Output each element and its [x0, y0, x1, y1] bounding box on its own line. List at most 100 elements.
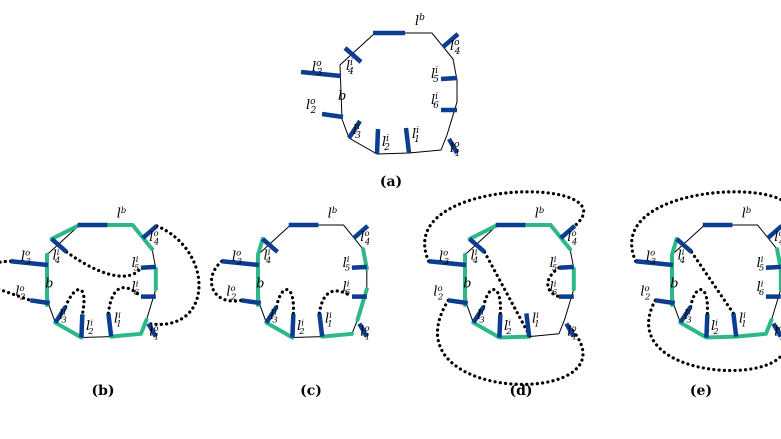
leg-l1o: [146, 322, 158, 338]
highlight-path: [256, 236, 265, 257]
caption-d: (d): [509, 383, 532, 399]
leg-l4o: [441, 32, 460, 49]
leg-label-lb: lb: [535, 205, 545, 222]
leg-l3o: [10, 259, 49, 268]
leg-l2i: [374, 128, 381, 155]
leg-l4o: [559, 224, 577, 240]
caption-b: (b): [91, 383, 114, 399]
dotted-connection: [423, 190, 586, 263]
caption-c: (c): [300, 383, 322, 399]
dotted-connection: [689, 287, 710, 316]
leg-l5i: [351, 264, 367, 271]
boundary-label: b: [256, 276, 264, 291]
highlight-path: [53, 320, 84, 340]
leg-l4i: [261, 237, 280, 254]
dotted-connection: [64, 250, 143, 278]
leg-l1o: [564, 322, 576, 338]
dotted-connection: [689, 250, 735, 315]
leg-l1i: [524, 313, 532, 337]
leg-label-l4o: lo4: [774, 228, 781, 246]
leg-l5i: [558, 264, 574, 271]
leg-l1i: [731, 313, 739, 337]
dotted-connection: [630, 190, 781, 263]
dotted-connection: [275, 287, 296, 316]
highlight-path: [109, 317, 149, 339]
leg-l2i: [704, 314, 710, 338]
leg-l4o: [766, 224, 781, 240]
leg-l4i: [675, 237, 694, 254]
leg-l1o: [771, 322, 781, 338]
leg-l4o: [352, 224, 370, 240]
leg-l2o: [447, 298, 469, 306]
leg-l3o: [300, 69, 342, 79]
leg-l1i: [106, 313, 114, 337]
leg-label-lb: lb: [328, 205, 338, 222]
highlight-path: [678, 317, 774, 340]
leg-l2o: [654, 298, 676, 306]
leg-l4i: [50, 237, 69, 254]
dotted-connection: [647, 298, 781, 373]
dotted-connection: [146, 224, 201, 327]
leg-l2o: [240, 298, 262, 306]
caption-e: (e): [690, 383, 712, 399]
leg-label-lb: lb: [117, 205, 127, 222]
leg-l1i: [317, 313, 325, 337]
leg-l3o: [428, 259, 467, 268]
dotted-connection: [106, 286, 143, 315]
leg-l1i: [403, 127, 412, 154]
leg-label-lb: lb: [415, 13, 425, 29]
boundary-label: b: [338, 89, 346, 104]
boundary-label: b: [670, 276, 678, 291]
highlight-path: [670, 236, 679, 307]
leg-label-lb: lb: [742, 205, 752, 222]
boundary-label: b: [463, 276, 471, 291]
dotted-connection: [209, 259, 243, 303]
leg-l3i: [471, 305, 486, 324]
leg-l3i: [678, 305, 693, 324]
dotted-connection: [63, 287, 86, 316]
leg-l1o: [357, 322, 369, 338]
leg-l5i: [440, 75, 458, 82]
leg-l4i: [343, 46, 363, 64]
